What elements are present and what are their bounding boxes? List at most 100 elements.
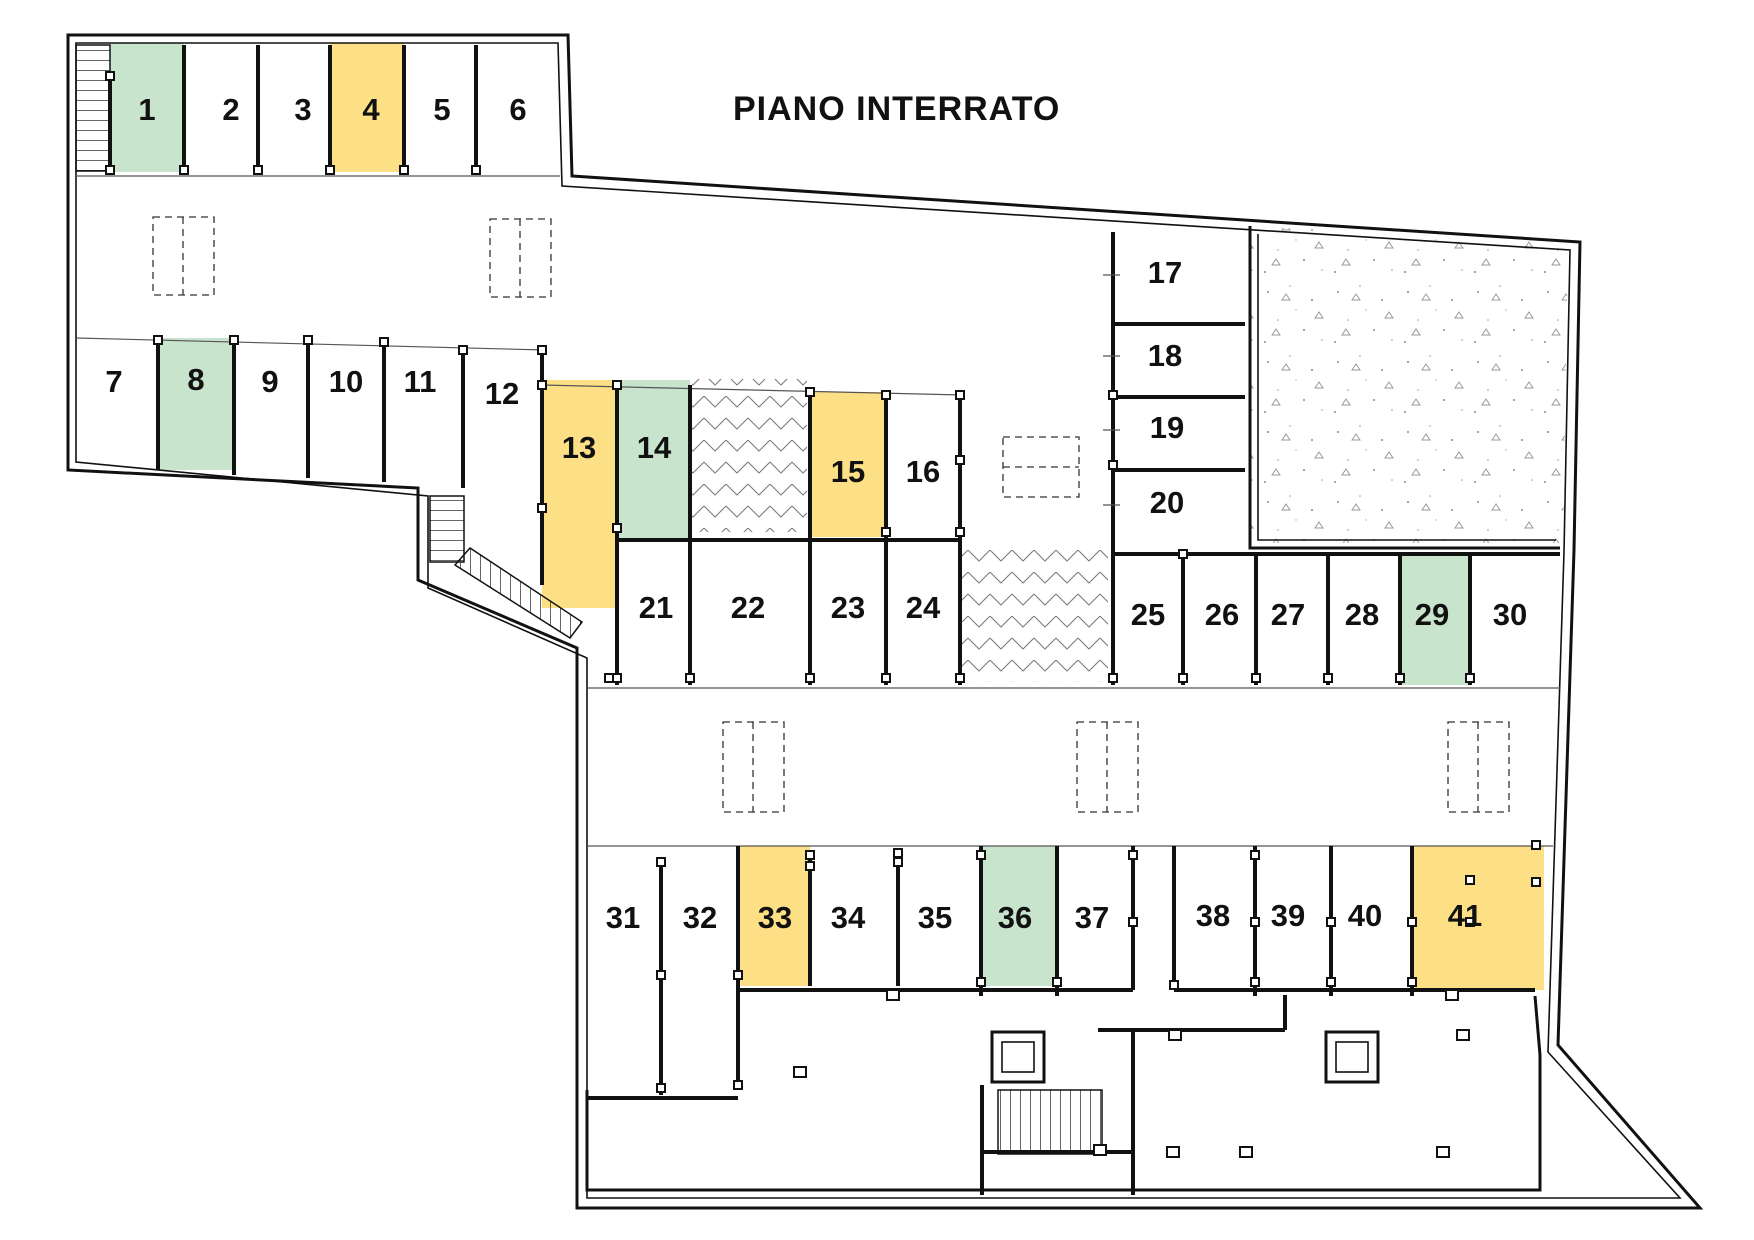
outer-wall-inner (75, 42, 1682, 1199)
post (881, 390, 891, 400)
space-label-7: 7 (105, 364, 122, 399)
floor-mark (1456, 1029, 1470, 1041)
post (1169, 980, 1179, 990)
space-label-25: 25 (1131, 597, 1165, 632)
space-label-9: 9 (261, 364, 278, 399)
post (893, 857, 903, 867)
post (537, 503, 547, 513)
post (229, 335, 239, 345)
space-label-38: 38 (1196, 898, 1230, 933)
post (1178, 549, 1188, 559)
space-label-13: 13 (562, 430, 596, 465)
space-label-17: 17 (1148, 255, 1182, 290)
post (612, 523, 622, 533)
space-fills (110, 43, 1544, 990)
post (253, 165, 263, 175)
gravel-courtyard (1250, 226, 1568, 543)
space-label-33: 33 (758, 900, 792, 935)
space-label-5: 5 (433, 92, 450, 127)
floor-mark (886, 989, 900, 1001)
space-label-32: 32 (683, 900, 717, 935)
post (399, 165, 409, 175)
floor-mark (1168, 1029, 1182, 1041)
space-label-24: 24 (906, 590, 941, 625)
post (612, 380, 622, 390)
space-fill-36 (981, 846, 1057, 986)
space-fill-4 (330, 43, 404, 172)
post (537, 345, 547, 355)
post (458, 345, 468, 355)
space-fill-33 (738, 846, 810, 986)
aisle-markers (152, 216, 1510, 813)
space-label-31: 31 (606, 900, 640, 935)
floor-mark (1445, 989, 1459, 1001)
space-label-23: 23 (831, 590, 865, 625)
space-fill-1 (110, 43, 184, 172)
post (1178, 673, 1188, 683)
space-label-35: 35 (918, 900, 952, 935)
space-label-16: 16 (906, 454, 940, 489)
post (1407, 917, 1417, 927)
post (1407, 977, 1417, 987)
post (1250, 850, 1260, 860)
outer-wall-outer (66, 33, 1704, 1210)
space-label-26: 26 (1205, 597, 1239, 632)
post (1323, 673, 1333, 683)
floor-mark (1436, 1146, 1450, 1158)
space-label-6: 6 (509, 92, 526, 127)
space-label-20: 20 (1150, 485, 1184, 520)
post (325, 165, 335, 175)
post (733, 1080, 743, 1090)
post (179, 165, 189, 175)
post (805, 387, 815, 397)
space-label-1: 1 (138, 92, 155, 127)
space-label-36: 36 (998, 900, 1032, 935)
space-label-21: 21 (639, 590, 673, 625)
post (471, 165, 481, 175)
space-label-2: 2 (222, 92, 239, 127)
post (537, 380, 547, 390)
post (1128, 917, 1138, 927)
post (1251, 673, 1261, 683)
space-fill-13 (542, 380, 617, 608)
post (656, 857, 666, 867)
space-label-27: 27 (1271, 597, 1305, 632)
post (1395, 673, 1405, 683)
space-label-22: 22 (731, 590, 765, 625)
post (733, 970, 743, 980)
post (955, 673, 965, 683)
stairs-left-ramp (429, 495, 465, 563)
space-fill-15 (810, 392, 886, 537)
ramp-hatch-upper (692, 379, 807, 532)
post (881, 527, 891, 537)
post (955, 527, 965, 537)
post (1531, 877, 1541, 887)
space-label-30: 30 (1493, 597, 1527, 632)
post (1108, 390, 1118, 400)
post (604, 673, 614, 683)
space-label-10: 10 (329, 364, 363, 399)
space-label-41: 41 (1448, 898, 1482, 933)
post (1250, 917, 1260, 927)
post (1465, 673, 1475, 683)
courtyard-wall (1248, 226, 1560, 550)
space-label-14: 14 (637, 430, 672, 465)
lower-inner-wall (585, 995, 1542, 1192)
post (881, 673, 891, 683)
space-label-8: 8 (187, 362, 204, 397)
post (1108, 460, 1118, 470)
space-label-34: 34 (831, 900, 866, 935)
post (105, 71, 115, 81)
space-label-11: 11 (404, 364, 437, 399)
space-fill-41 (1412, 846, 1544, 990)
post (1052, 977, 1062, 987)
post (805, 850, 815, 860)
post (1250, 977, 1260, 987)
post (656, 970, 666, 980)
post (612, 673, 622, 683)
post (379, 337, 389, 347)
post (303, 335, 313, 345)
post (1128, 850, 1138, 860)
post (893, 848, 903, 858)
